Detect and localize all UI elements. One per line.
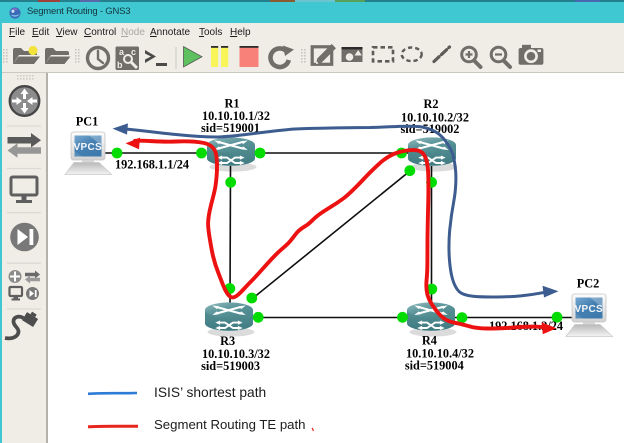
- svg-text:PC2: PC2: [577, 277, 600, 291]
- svg-text:10.10.10.1/32: 10.10.10.1/32: [202, 109, 270, 123]
- svg-text:ISIS’ shortest path: ISIS’ shortest path: [154, 385, 266, 400]
- svg-text:10.10.10.4/32: 10.10.10.4/32: [406, 347, 474, 361]
- svg-text:R2: R2: [423, 97, 438, 111]
- svg-text:sid=519001: sid=519001: [201, 121, 260, 135]
- svg-text:c: c: [131, 47, 136, 57]
- svg-text:Segment Routing TE path: Segment Routing TE path: [154, 417, 306, 432]
- svg-text:R4: R4: [422, 334, 437, 348]
- svg-text:R3: R3: [220, 334, 235, 348]
- svg-text:a: a: [119, 47, 125, 57]
- svg-text:10.10.10.2/32: 10.10.10.2/32: [401, 111, 469, 125]
- svg-text:R1: R1: [224, 97, 239, 111]
- svg-text:sid=519003: sid=519003: [201, 359, 260, 373]
- svg-text:b: b: [117, 60, 123, 70]
- svg-text:PC1: PC1: [76, 115, 99, 129]
- svg-text:192.168.1.1/24: 192.168.1.1/24: [115, 158, 189, 172]
- svg-text:sid=519004: sid=519004: [405, 359, 464, 373]
- svg-text:10.10.10.3/32: 10.10.10.3/32: [202, 347, 270, 361]
